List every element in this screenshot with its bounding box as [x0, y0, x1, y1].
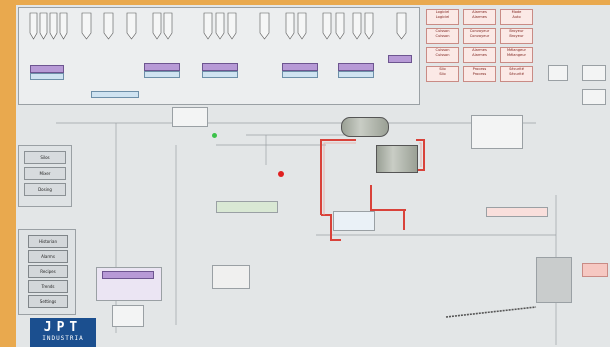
- status-cell-sub: Silo: [439, 71, 446, 76]
- nav-button[interactable]: Mixer: [24, 167, 66, 180]
- weigh-display-3: [202, 71, 238, 78]
- status-cell-title: Cuisson: [435, 29, 450, 33]
- status-cell-sub: Mélangeur: [506, 52, 527, 57]
- status-cell-title: Logiciel: [435, 10, 450, 14]
- status-cell-title: Convoyeur: [469, 29, 490, 33]
- level-panel: [486, 207, 548, 217]
- status-cell-sub: Convoyeur: [469, 33, 490, 38]
- info-box-1: [548, 65, 568, 81]
- status-cell-sub: Process: [472, 71, 487, 76]
- status-cell-title: Alarmes: [472, 48, 487, 52]
- weigh-display-2: [144, 71, 180, 78]
- logo-text: JPT: [43, 320, 83, 335]
- status-cell-title: Sécurité: [509, 67, 524, 71]
- status-cell-title: Alarmes: [472, 10, 487, 14]
- side-menu-button[interactable]: Historian: [28, 235, 68, 248]
- status-cell-sub: Cuisson: [435, 52, 450, 57]
- weighing-bar: [102, 271, 154, 279]
- side-menu-button[interactable]: Settings: [28, 295, 68, 308]
- weigh-display-4: [282, 71, 318, 78]
- scale-indicator-1: [30, 65, 64, 73]
- valve-panel: [333, 211, 375, 231]
- status-cell-sub: Cuisson: [435, 33, 450, 38]
- alert-box: [582, 263, 608, 277]
- weigh-display-6: [91, 91, 139, 98]
- tank-4: [536, 257, 572, 303]
- side-menu-button[interactable]: Trends: [28, 280, 68, 293]
- info-box-3: [582, 89, 606, 105]
- status-cell-sub: Auto: [512, 14, 521, 19]
- status-cell-title: Mode: [511, 10, 522, 14]
- status-cell-title: Mélangeur: [506, 48, 527, 52]
- weigh-display-5: [338, 71, 374, 78]
- tank-1: [212, 265, 250, 289]
- scale-indicator-6: [388, 55, 412, 63]
- weigh-display-1: [30, 73, 64, 80]
- scale-indicator-2: [144, 63, 180, 71]
- side-menu-button[interactable]: Recipes: [28, 265, 68, 278]
- mixer-1: [341, 117, 389, 137]
- status-cell-sub: Alarmes: [472, 52, 487, 57]
- dosing-panel: [216, 201, 278, 213]
- tank-2: [172, 107, 208, 127]
- red-status-light: [278, 171, 284, 177]
- tank-3: [112, 305, 144, 327]
- nav-button[interactable]: Dosing: [24, 183, 66, 196]
- logo-subtext: INDUSTRIA: [42, 335, 84, 342]
- process-diagram: [56, 122, 557, 345]
- status-cell-sub: Logiciel: [435, 14, 450, 19]
- status-cell-title: Process: [472, 67, 487, 71]
- hopper-panel: [471, 115, 523, 149]
- scale-indicator-5: [338, 63, 374, 71]
- status-cell-title: Broyeur: [509, 29, 524, 33]
- mixer-2: [376, 145, 418, 173]
- status-cell-sub: Broyeur: [509, 33, 524, 38]
- status-cell-sub: Sécurité: [509, 71, 524, 76]
- company-logo: JPT INDUSTRIA: [30, 318, 96, 347]
- status-cell-title: Cuisson: [435, 48, 450, 52]
- scale-indicator-3: [202, 63, 238, 71]
- scale-indicator-4: [282, 63, 318, 71]
- info-box-2: [582, 65, 606, 81]
- nav-button[interactable]: Silos: [24, 151, 66, 164]
- green-status-light: [212, 133, 217, 138]
- status-cell-title: Silo: [439, 67, 446, 71]
- silos-svg: [29, 12, 407, 40]
- status-cell-sub: Alarmes: [472, 14, 487, 19]
- side-menu-button[interactable]: Alarms: [28, 250, 68, 263]
